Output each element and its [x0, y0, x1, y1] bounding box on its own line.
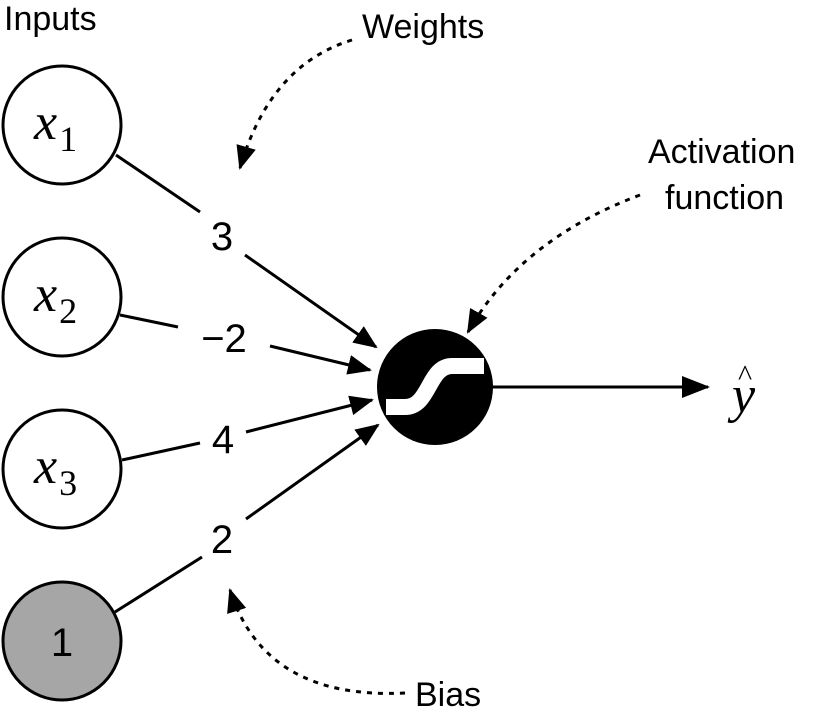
edge-x2-b	[269, 344, 372, 375]
activation-title-line2: function	[665, 179, 784, 217]
weight-label-x1: 3	[211, 215, 233, 259]
weight-label-bias: 2	[211, 518, 233, 562]
input-nodes	[1, 64, 123, 702]
input-node-x3	[1, 408, 123, 530]
weight-label-x2: −2	[201, 317, 247, 361]
weight-label-x3: 4	[212, 418, 234, 462]
input-label-x3: x3	[33, 438, 77, 503]
input-node-x2	[1, 236, 123, 358]
output-label: y	[727, 367, 756, 424]
output-hat: ^	[738, 359, 752, 392]
input-label-x2: x2	[33, 266, 77, 331]
activation-title-line1: Activation	[648, 133, 795, 171]
activation-pointer-arrow	[466, 193, 641, 334]
weights-title: Weights	[362, 8, 484, 46]
edge-x2-a	[119, 313, 179, 329]
inputs-title: Inputs	[4, 0, 97, 38]
bias-pointer-arrow	[227, 588, 406, 695]
bias-node	[1, 580, 123, 702]
edge-x3-b	[245, 395, 374, 434]
edge-bias-a	[114, 555, 203, 614]
sigmoid-activation-icon	[377, 329, 493, 445]
edge-x1-b	[244, 253, 378, 349]
bias-node-label: 1	[51, 621, 73, 665]
bias-title: Bias	[415, 676, 481, 714]
connections	[114, 153, 710, 614]
edge-x3-a	[121, 441, 201, 462]
annotation-arrows	[227, 38, 641, 695]
input-node-x1	[1, 64, 123, 186]
edge-x1-a	[115, 153, 201, 214]
edge-bias-b	[245, 423, 380, 521]
input-label-x1: x1	[33, 94, 77, 159]
weights-pointer-arrow	[236, 38, 353, 170]
sigmoid-curve	[386, 358, 484, 415]
